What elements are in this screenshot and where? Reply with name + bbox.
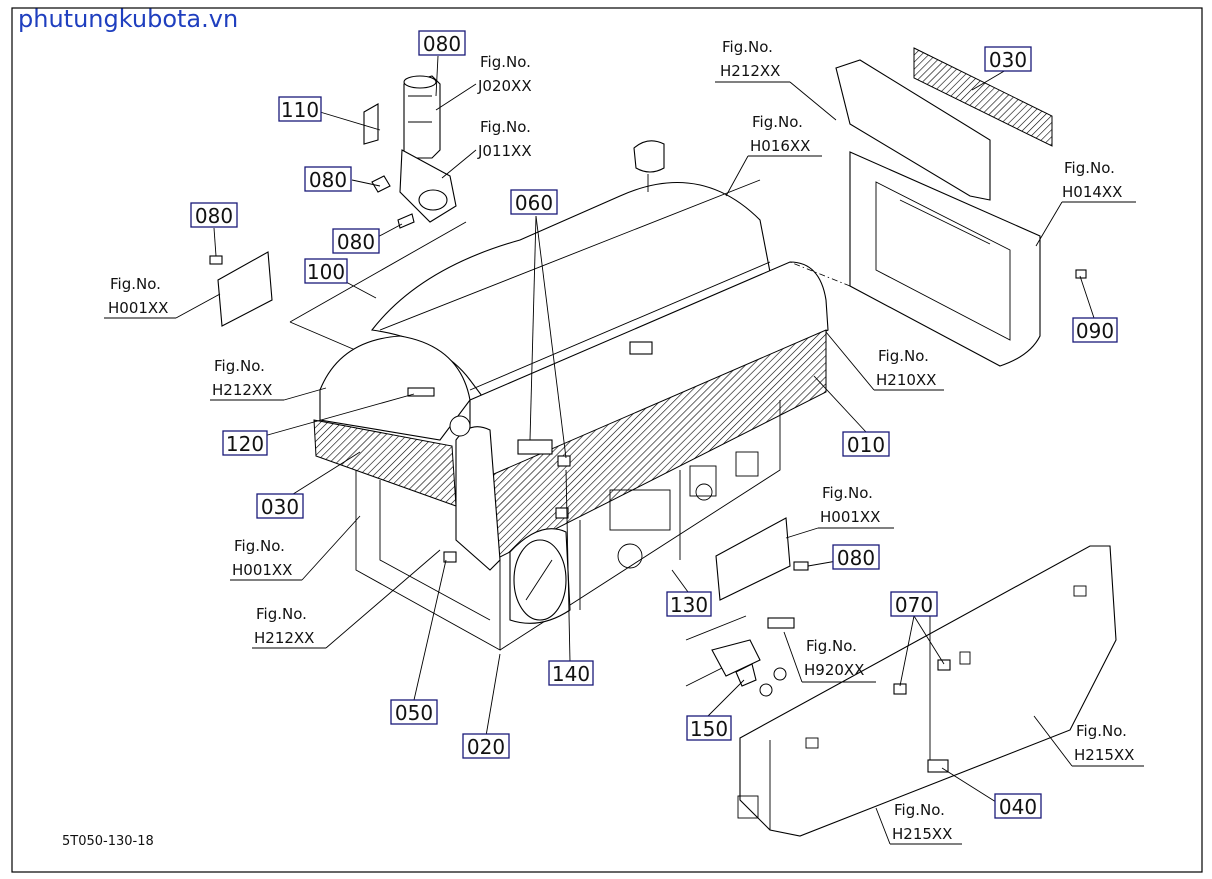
callout-080-left-plate: 080 [190, 202, 238, 228]
fig-ref-h215xx-bottom: Fig.No. H215XX [892, 801, 952, 843]
callout-080-muffler-top: 080 [418, 30, 466, 56]
callout-100: 100 [304, 258, 348, 284]
svg-text:Fig.No.: Fig.No. [722, 38, 773, 56]
svg-text:Fig.No.: Fig.No. [1064, 159, 1115, 177]
svg-text:080: 080 [309, 168, 347, 192]
bonnet-assembly [313, 140, 829, 651]
callout-070: 070 [890, 591, 938, 617]
side-cover-assembly [737, 545, 1117, 837]
svg-text:H001XX: H001XX [232, 561, 292, 579]
callout-020: 020 [462, 733, 510, 759]
svg-text:150: 150 [690, 717, 728, 741]
svg-text:H920XX: H920XX [804, 661, 864, 679]
side-plate-left [209, 251, 273, 327]
svg-text:080: 080 [337, 230, 375, 254]
svg-text:110: 110 [281, 98, 319, 122]
fig-ref-j020xx: Fig.No. J020XX [477, 53, 532, 95]
fig-ref-h212xx-left: Fig.No. H212XX [212, 357, 272, 399]
callout-130: 130 [666, 591, 712, 617]
fig-ref-h014xx: Fig.No. H014XX [1062, 159, 1122, 201]
svg-text:040: 040 [999, 795, 1037, 819]
callout-110: 110 [278, 96, 322, 122]
fig-ref-h212xx-lower-left: Fig.No. H212XX [254, 605, 314, 647]
svg-text:J020XX: J020XX [477, 77, 532, 95]
callout-080-muffler-clamp: 080 [332, 228, 380, 254]
svg-text:H215XX: H215XX [892, 825, 952, 843]
callout-150: 150 [686, 715, 732, 741]
svg-text:030: 030 [261, 495, 299, 519]
svg-text:080: 080 [423, 32, 461, 56]
svg-text:010: 010 [847, 433, 885, 457]
watermark: phutungkubota.vn [18, 5, 238, 33]
document-code: 5T050-130-18 [62, 834, 154, 849]
callout-060: 060 [510, 189, 558, 215]
callout-140: 140 [548, 660, 594, 686]
callout-120: 120 [222, 430, 268, 456]
svg-text:H016XX: H016XX [750, 137, 810, 155]
svg-text:H212XX: H212XX [720, 62, 780, 80]
svg-text:090: 090 [1076, 319, 1114, 343]
svg-text:Fig.No.: Fig.No. [256, 605, 307, 623]
fig-ref-h212xx-top: Fig.No. H212XX [720, 38, 780, 80]
fig-ref-j011xx: Fig.No. J011XX [477, 118, 532, 160]
svg-text:100: 100 [307, 260, 345, 284]
callout-090: 090 [1072, 317, 1118, 343]
side-plate-right [715, 517, 809, 601]
svg-text:030: 030 [989, 48, 1027, 72]
fig-ref-h215xx-right: Fig.No. H215XX [1074, 722, 1134, 764]
svg-text:H014XX: H014XX [1062, 183, 1122, 201]
svg-text:Fig.No.: Fig.No. [822, 484, 873, 502]
svg-text:060: 060 [515, 191, 553, 215]
fig-ref-h210xx: Fig.No. H210XX [876, 347, 936, 389]
svg-text:Fig.No.: Fig.No. [878, 347, 929, 365]
svg-text:H212XX: H212XX [254, 629, 314, 647]
svg-text:080: 080 [837, 546, 875, 570]
svg-text:H212XX: H212XX [212, 381, 272, 399]
svg-text:J011XX: J011XX [477, 142, 532, 160]
svg-text:H001XX: H001XX [108, 299, 168, 317]
svg-text:070: 070 [895, 593, 933, 617]
callout-010: 010 [842, 431, 890, 457]
callout-080-muffler-gasket: 080 [304, 166, 352, 192]
radiator-shroud-assembly [789, 47, 1087, 367]
svg-text:Fig.No.: Fig.No. [806, 637, 857, 655]
svg-text:Fig.No.: Fig.No. [752, 113, 803, 131]
svg-text:Fig.No.: Fig.No. [480, 53, 531, 71]
svg-text:H001XX: H001XX [820, 508, 880, 526]
fig-ref-h016xx: Fig.No. H016XX [750, 113, 810, 155]
svg-text:Fig.No.: Fig.No. [894, 801, 945, 819]
svg-text:140: 140 [552, 662, 590, 686]
fig-ref-h920xx: Fig.No. H920XX [804, 637, 864, 679]
leader-lines [104, 55, 1144, 845]
svg-text:H210XX: H210XX [876, 371, 936, 389]
svg-text:Fig.No.: Fig.No. [480, 118, 531, 136]
svg-text:Fig.No.: Fig.No. [110, 275, 161, 293]
drawing-frame [11, 7, 1203, 873]
svg-text:H215XX: H215XX [1074, 746, 1134, 764]
callout-050: 050 [390, 699, 438, 725]
fig-ref-h001xx-left: Fig.No. H001XX [108, 275, 168, 317]
svg-text:120: 120 [226, 432, 264, 456]
callout-030-top: 030 [984, 46, 1032, 72]
fig-ref-h001xx-right: Fig.No. H001XX [820, 484, 880, 526]
callout-040: 040 [994, 793, 1042, 819]
exhaust-muffler-assembly [289, 75, 467, 353]
svg-text:050: 050 [395, 701, 433, 725]
fig-ref-h001xx-lower-left: Fig.No. H001XX [232, 537, 292, 579]
svg-text:130: 130 [670, 593, 708, 617]
svg-text:Fig.No.: Fig.No. [234, 537, 285, 555]
svg-text:Fig.No.: Fig.No. [1076, 722, 1127, 740]
bracket-assembly [685, 615, 795, 697]
svg-text:080: 080 [195, 204, 233, 228]
callout-030-front: 030 [256, 493, 304, 519]
svg-text:Fig.No.: Fig.No. [214, 357, 265, 375]
callout-080-right-plate: 080 [832, 544, 880, 570]
svg-text:020: 020 [467, 735, 505, 759]
